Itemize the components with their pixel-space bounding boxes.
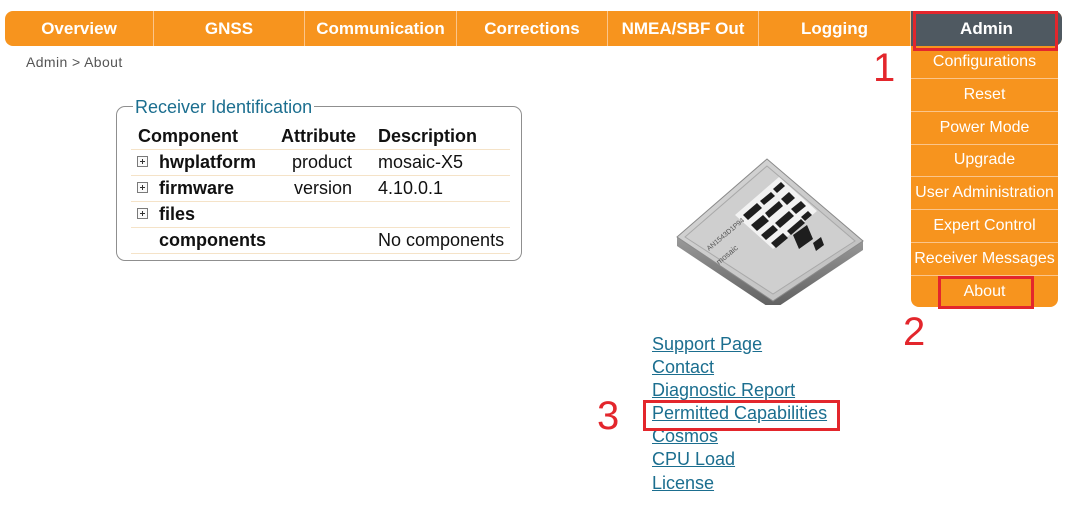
table-row: hwplatform product mosaic-X5: [131, 150, 510, 176]
support-page-link[interactable]: Support Page: [652, 334, 763, 354]
component-name: files: [159, 204, 196, 224]
breadcrumb: Admin > About: [26, 54, 123, 70]
cpu-load-link[interactable]: CPU Load: [652, 449, 736, 470]
top-nav-bar: Overview GNSS Communication Corrections …: [5, 11, 1062, 46]
tab-nmea-sbf-out[interactable]: NMEA/SBF Out: [608, 11, 759, 46]
menu-item-about[interactable]: About: [963, 282, 1006, 300]
tab-communication[interactable]: Communication: [305, 11, 457, 46]
menu-item-reset[interactable]: Reset: [911, 79, 1058, 112]
header-attribute: Attribute: [281, 126, 356, 146]
component-name: hwplatform: [159, 152, 256, 172]
description-value: No components: [378, 230, 505, 250]
receiver-identification-table: Component Attribute Description hwplatfo…: [131, 124, 510, 254]
receiver-module-image: AN1543D1P94 mosaic: [665, 155, 875, 310]
license-link[interactable]: License: [652, 472, 715, 493]
step-number-3: 3: [597, 394, 620, 438]
component-name: components: [159, 230, 267, 250]
menu-item-user-administration[interactable]: User Administration: [911, 177, 1058, 210]
admin-dropdown-menu: Configurations Reset Power Mode Upgrade …: [911, 46, 1058, 307]
menu-item-power-mode[interactable]: Power Mode: [911, 112, 1058, 145]
step-number-1: 1: [873, 46, 896, 90]
contact-link[interactable]: Contact: [652, 357, 715, 378]
attribute-name: version: [294, 178, 353, 198]
menu-item-upgrade[interactable]: Upgrade: [911, 144, 1058, 177]
table-row: components No components: [131, 228, 510, 254]
description-value: mosaic-X5: [378, 152, 464, 172]
menu-item-expert-control[interactable]: Expert Control: [911, 210, 1058, 243]
diagnostic-report-link[interactable]: Diagnostic Report: [652, 380, 796, 401]
about-links: Support Page Contact Diagnostic Report P…: [652, 333, 827, 495]
tab-overview[interactable]: Overview: [5, 11, 154, 46]
receiver-identification-panel: [116, 106, 522, 261]
attribute-name: product: [292, 152, 353, 172]
permitted-capabilities-link[interactable]: Permitted Capabilities: [652, 403, 828, 424]
receiver-identification-legend: Receiver Identification: [133, 97, 315, 117]
component-name: firmware: [159, 178, 235, 198]
description-value: 4.10.0.1: [378, 178, 444, 198]
header-description: Description: [378, 126, 478, 146]
menu-item-configurations[interactable]: Configurations: [911, 46, 1058, 79]
tab-gnss[interactable]: GNSS: [154, 11, 305, 46]
menu-item-receiver-messages[interactable]: Receiver Messages: [911, 243, 1058, 276]
header-component: Component: [138, 126, 238, 146]
cosmos-link[interactable]: Cosmos: [652, 426, 719, 447]
tab-logging[interactable]: Logging: [759, 11, 911, 46]
table-row: files: [131, 202, 510, 228]
step-number-2: 2: [903, 310, 926, 354]
expand-plus-icon[interactable]: [137, 182, 148, 193]
expand-plus-icon[interactable]: [137, 208, 148, 219]
table-header-row: Component Attribute Description: [131, 124, 510, 150]
tab-corrections[interactable]: Corrections: [457, 11, 608, 46]
table-row: firmware version 4.10.0.1: [131, 176, 510, 202]
expand-plus-icon[interactable]: [137, 156, 148, 167]
tab-admin[interactable]: Admin: [911, 11, 1062, 46]
